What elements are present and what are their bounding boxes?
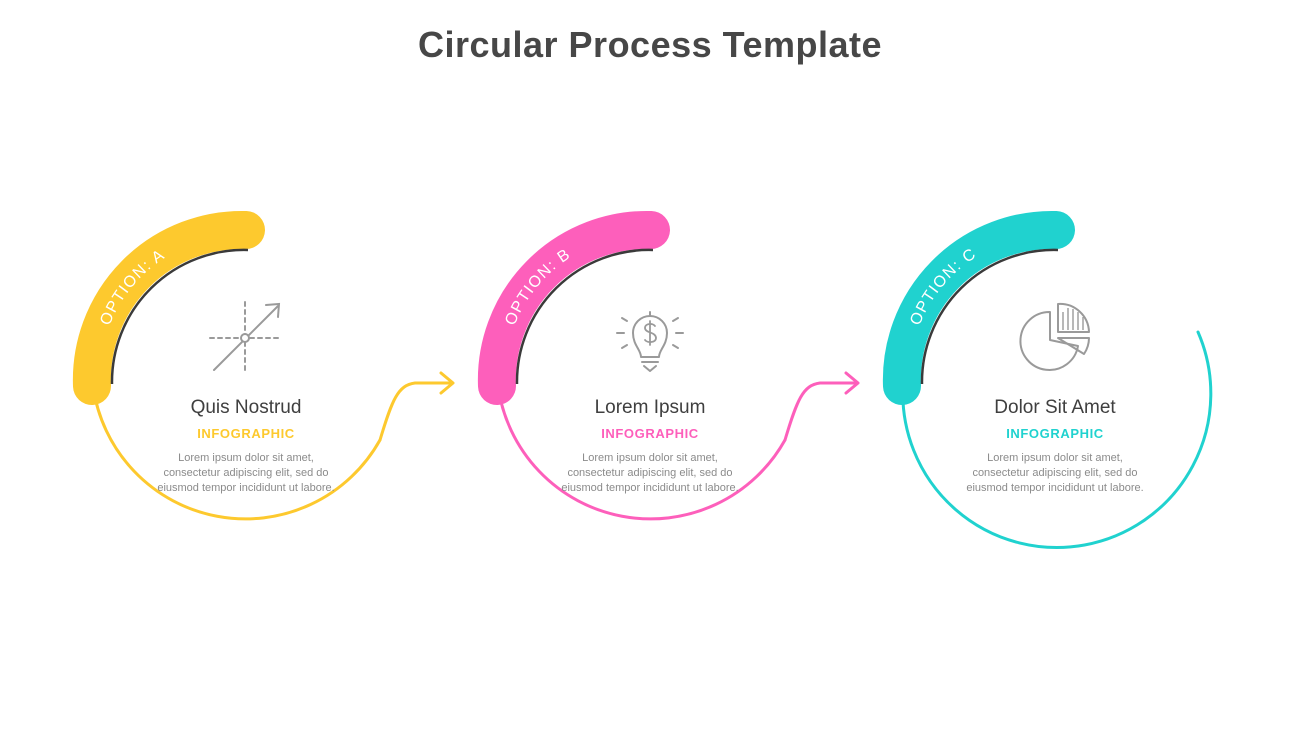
inner-arc-a (110, 248, 249, 385)
arrowhead-a-b (439, 371, 455, 395)
step-b-ring (496, 384, 787, 521)
step-a-heading: Quis Nostrud (190, 397, 302, 418)
option-band-b (477, 210, 670, 405)
step-a-body: Lorem ipsum dolor sit amet, consectetur … (157, 452, 335, 494)
step-a-ring (91, 384, 382, 521)
step-c-body: Lorem ipsum dolor sit amet, consectetur … (966, 452, 1144, 494)
inner-arc-c (920, 248, 1059, 385)
pie-chart-icon (1019, 302, 1090, 371)
connector-arrow-b-c (783, 381, 859, 442)
step-b-body: Lorem ipsum dolor sit amet, consectetur … (561, 452, 739, 494)
step-b-text: Lorem Ipsum INFOGRAPHIC Lorem ipsum dolo… (525, 395, 775, 496)
step-a-text: Quis Nostrud INFOGRAPHIC Lorem ipsum dol… (121, 395, 371, 496)
step-c-ring (901, 330, 1213, 549)
option-band-c (882, 210, 1075, 405)
step-c-heading: Dolor Sit Amet (994, 397, 1116, 418)
step-b-subheading: INFOGRAPHIC (601, 426, 699, 441)
growth-chart-icon (209, 301, 283, 373)
step-c-text: Dolor Sit Amet INFOGRAPHIC Lorem ipsum d… (930, 395, 1180, 496)
inner-arc-b (515, 248, 654, 385)
step-a-subheading: INFOGRAPHIC (197, 426, 295, 441)
option-band-a (72, 210, 265, 405)
page-title: Circular Process Template (417, 24, 883, 65)
step-b-heading: Lorem Ipsum (594, 397, 706, 418)
arrowhead-b-c (844, 371, 860, 395)
connector-arrow-a-b (378, 381, 454, 442)
step-c-subheading: INFOGRAPHIC (1006, 426, 1104, 441)
lightbulb-dollar-icon (616, 311, 684, 372)
step-c: OPTION: C (882, 210, 1213, 549)
